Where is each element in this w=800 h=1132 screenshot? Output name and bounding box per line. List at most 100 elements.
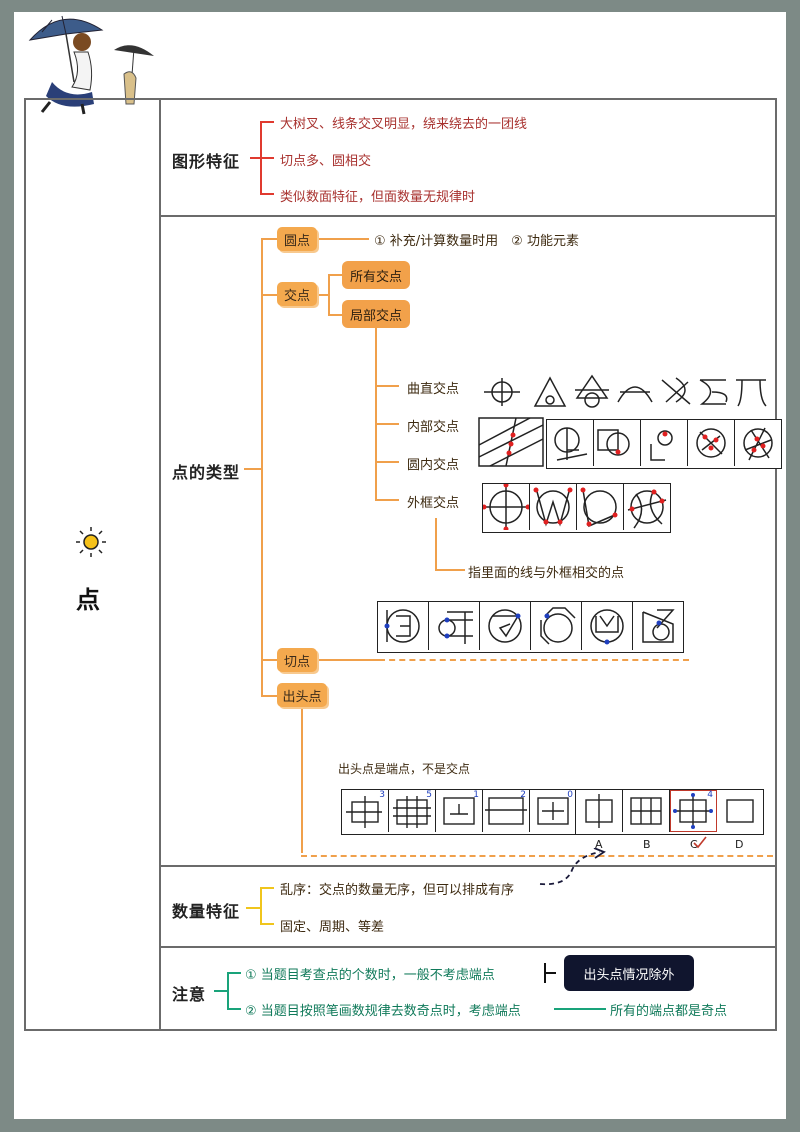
- in-circle-figure: [735, 420, 781, 466]
- sequence-count: 0: [567, 790, 573, 800]
- in-circle-figure: [594, 420, 641, 466]
- internal-label: 内部交点: [407, 420, 460, 435]
- option-figure-d[interactable]: [717, 790, 763, 832]
- sequence-figure: 1: [436, 790, 483, 832]
- frame-figure: [577, 484, 624, 530]
- option-figure-c[interactable]: 4: [670, 790, 717, 832]
- option-label-d: D: [735, 838, 744, 851]
- umbrella-illustration: [28, 15, 154, 115]
- red-bracket-top: [260, 121, 274, 123]
- round-point-connector: [319, 238, 369, 240]
- note-2-result: 所有的端点都是奇点: [610, 1004, 728, 1019]
- in-circle-figure: [688, 420, 735, 466]
- quantity-feature-1: 乱序：交点的数量无序，但可以排成有序: [280, 883, 515, 898]
- yellow-connector: [246, 907, 260, 909]
- frame-figure: [624, 484, 670, 530]
- sequence-figure: 0: [530, 790, 576, 832]
- branch-endpoint: [261, 695, 277, 697]
- note-2-connector: [554, 1008, 606, 1010]
- round-point-tag: 圆点: [277, 227, 317, 251]
- frame-note-line: [435, 518, 437, 570]
- frame-left: [24, 98, 26, 1031]
- partial-intersections-tag: 局部交点: [342, 300, 410, 328]
- point-types-connector: [244, 468, 262, 470]
- tangent-connector: [319, 659, 379, 661]
- row-divider-3: [159, 946, 777, 948]
- yellow-bracket-bottom: [260, 923, 274, 925]
- option-figure-a[interactable]: [576, 790, 623, 832]
- intersection-fork: [328, 274, 330, 316]
- partial-spine: [375, 328, 377, 500]
- endpoint-dashed-line: [301, 855, 773, 857]
- shape-feature-1: 大树叉、线条交叉明显，绕来绕去的一团线: [280, 117, 528, 132]
- all-intersections-tag: 所有交点: [342, 261, 410, 289]
- frame-figure: [483, 484, 530, 530]
- frame-note: 指里面的线与外框相交的点: [468, 566, 625, 581]
- fork-bottom: [328, 314, 342, 316]
- option-label-c: C: [690, 838, 698, 851]
- in-circle-figure: [641, 420, 688, 466]
- frame-right: [775, 98, 777, 1031]
- yellow-bracket: [260, 887, 262, 925]
- partial-branch-2: [375, 423, 399, 425]
- option-label-b: B: [643, 838, 651, 851]
- sequence-figure: 3: [342, 790, 389, 832]
- tangent-figure: [378, 602, 429, 650]
- frame-figure-row: [482, 483, 671, 533]
- red-bracket-mid: [250, 157, 274, 159]
- shape-feature-2: 切点多、圆相交: [280, 154, 372, 169]
- endpoint-down-line: [301, 709, 303, 853]
- shape-feature-3: 类似数面特征，但面数量无规律时: [280, 190, 476, 205]
- note-2: ② 当题目按照笔画数规律去数奇点时，考虑端点: [245, 1004, 521, 1019]
- dashed-arrow-icon: [539, 848, 606, 886]
- sun-icon: [76, 527, 106, 557]
- endpoint-sequence-row: 3 5 1 2 0: [341, 789, 577, 835]
- partial-branch-4: [375, 499, 399, 501]
- frame-top: [24, 98, 777, 100]
- option-figure-b[interactable]: [623, 790, 670, 832]
- endpoint-tag: 出头点: [277, 683, 327, 707]
- branch-intersection: [261, 294, 277, 296]
- main-topic: 点: [76, 586, 100, 614]
- frame-column-divider: [159, 98, 161, 1031]
- branch-round: [261, 238, 277, 240]
- note-1: ① 当题目考查点的个数时，一般不考虑端点: [245, 968, 495, 983]
- row-divider-2: [159, 865, 777, 867]
- check-mark-icon: [693, 836, 707, 849]
- sequence-count: 5: [426, 790, 432, 800]
- fork-top: [328, 274, 342, 276]
- in-circle-label: 圆内交点: [407, 458, 460, 473]
- yellow-bracket-top: [260, 887, 274, 889]
- tangent-figure: [582, 602, 633, 650]
- branch-tangent: [261, 659, 277, 661]
- green-bracket: [227, 972, 229, 1010]
- partial-branch-1: [375, 385, 399, 387]
- row-divider-1: [159, 215, 777, 217]
- point-types-title: 点的类型: [172, 463, 241, 482]
- sequence-figure: 2: [483, 790, 530, 832]
- internal-figure: [478, 417, 544, 467]
- tangent-figure: [633, 602, 683, 650]
- note-1-connector: [544, 972, 556, 974]
- curve-straight-label: 曲直交点: [407, 382, 460, 397]
- curve-straight-figures: [484, 374, 767, 408]
- green-bracket-top: [227, 972, 241, 974]
- quantity-features-title: 数量特征: [172, 902, 241, 921]
- shape-features-title: 图形特征: [172, 152, 241, 171]
- frame-figure: [530, 484, 577, 530]
- sequence-count: 3: [379, 790, 385, 800]
- options-row: 4: [575, 789, 764, 835]
- intersection-connector: [319, 294, 329, 296]
- sequence-count: 2: [520, 790, 526, 800]
- sequence-figure: 5: [389, 790, 436, 832]
- tangent-figure: [531, 602, 582, 650]
- tangent-tag: 切点: [277, 648, 317, 672]
- green-bracket-bottom: [227, 1008, 241, 1010]
- page: 点 图形特征 大树叉、线条交叉明显，绕来绕去的一团线 切点多、圆相交 类似数面特…: [14, 12, 786, 1119]
- partial-branch-3: [375, 461, 399, 463]
- round-point-note: ① 补充/计算数量时用 ② 功能元素: [374, 234, 579, 249]
- intersection-tag: 交点: [277, 282, 317, 306]
- red-bracket-bottom: [260, 193, 274, 195]
- in-circle-figure: [547, 420, 594, 466]
- tangent-figure: [429, 602, 480, 650]
